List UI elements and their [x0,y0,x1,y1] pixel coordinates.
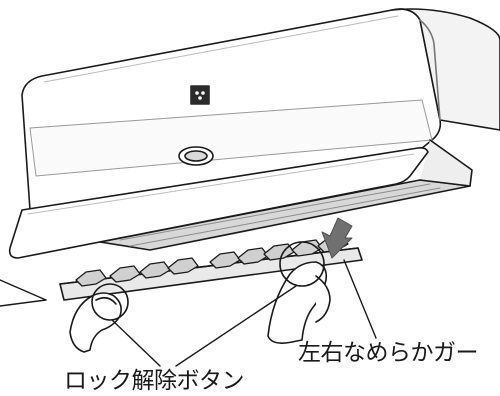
indicator-window [178,146,214,166]
leader-lines [0,259,377,367]
right-hand [267,261,331,344]
left-hand [69,292,122,353]
indoor-unit-body [21,8,500,251]
guide-bar [59,235,363,301]
guide-label: 左右なめらかガー [298,340,479,366]
lock-button-callout-circle-left [91,283,129,321]
down-arrow-icon [321,217,353,259]
front-panel-open [8,147,429,259]
lock-button-callout-circle-right [279,241,325,287]
lock-button-label: ロック解除ボタン [64,368,245,394]
logo-emblem [190,85,210,105]
